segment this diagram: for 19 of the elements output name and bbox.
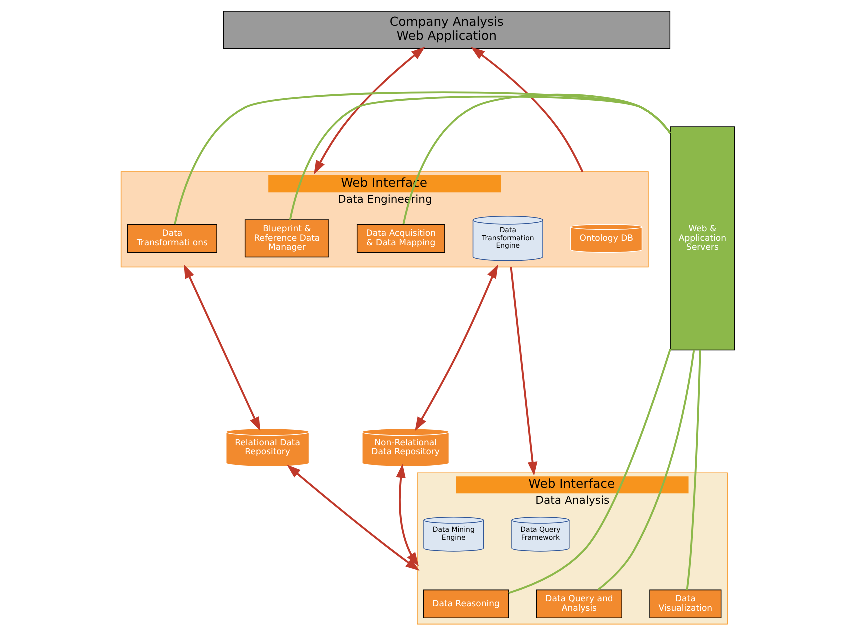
node-box: Data Visualization xyxy=(649,590,722,618)
arrow xyxy=(396,464,419,567)
arrow xyxy=(510,267,538,476)
arrow xyxy=(470,47,584,172)
node-box: Web & Application Servers xyxy=(670,126,735,351)
node-box: Data Query and Analysis xyxy=(536,590,622,618)
connector xyxy=(686,350,701,590)
node-box: Data Reasoning xyxy=(422,590,509,618)
connector xyxy=(597,350,695,591)
arrow xyxy=(414,264,498,432)
node-box: Data Acquisition & Data Mapping xyxy=(356,224,445,253)
node-box: Company Analysis Web Application xyxy=(222,11,670,50)
arrow xyxy=(314,46,425,175)
arrow xyxy=(184,264,260,432)
connector xyxy=(508,349,671,594)
arrow xyxy=(286,464,420,571)
node-box: Blueprint & Reference Data Manager xyxy=(244,220,329,258)
connector xyxy=(174,92,671,225)
node-box: Data Transformati ons xyxy=(127,224,217,253)
